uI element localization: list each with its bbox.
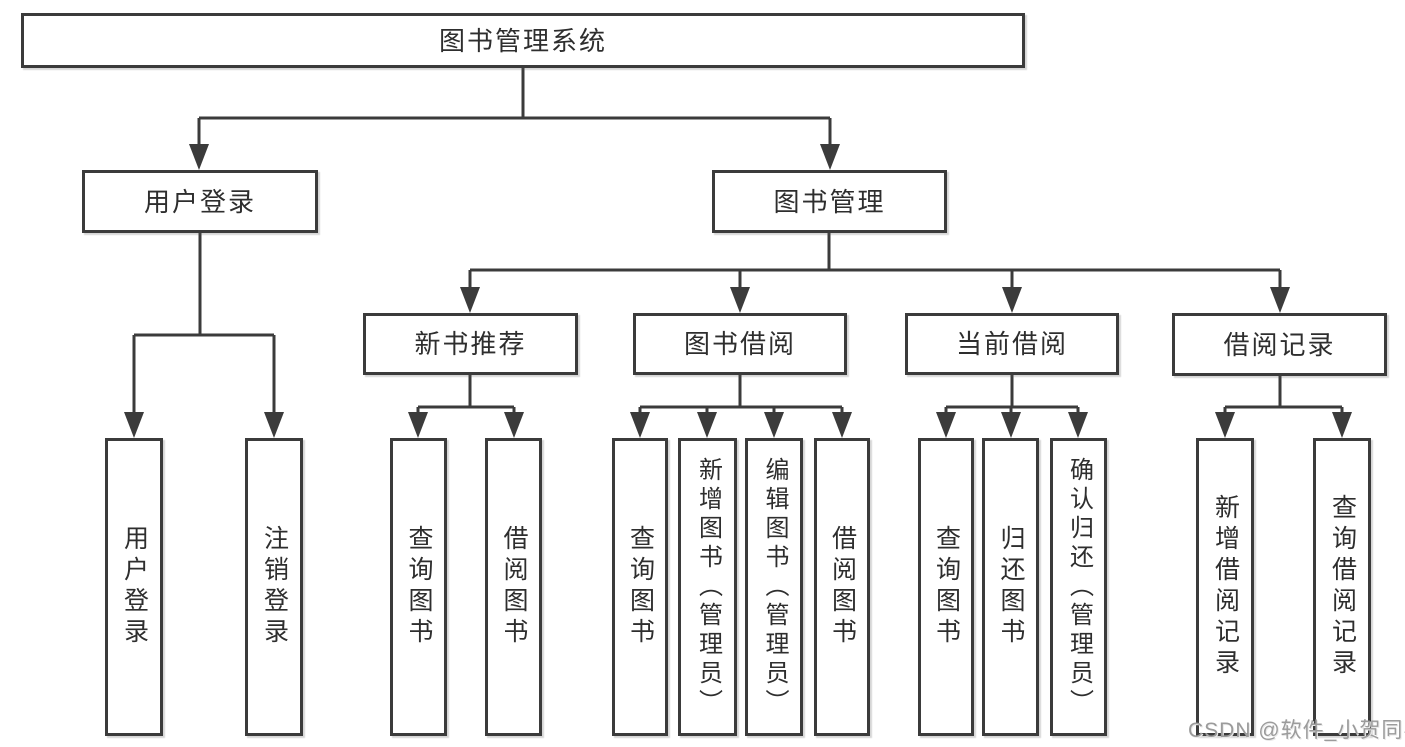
- leaf-label: 归还图书: [997, 525, 1025, 649]
- leaf-label: 借阅图书: [828, 525, 857, 649]
- leaf-label: 查询图书: [932, 525, 961, 649]
- leaf-confirm-return-admin: 确认归还（管理员）: [1050, 438, 1107, 736]
- leaf-user-login: 用户登录: [105, 438, 163, 736]
- leaf-query-books-recommend: 查询图书: [390, 438, 447, 736]
- leaf-logout: 注销登录: [245, 438, 303, 736]
- leaf-label: 编辑图书（管理员）: [761, 456, 788, 718]
- leaf-label: 查询图书: [405, 525, 433, 649]
- leaf-label: 新增借阅记录: [1211, 494, 1240, 680]
- node-label: 图书管理: [773, 186, 886, 217]
- leaf-add-books-admin: 新增图书（管理员）: [678, 438, 737, 736]
- leaf-label: 借阅图书: [500, 525, 528, 649]
- node-book-management-branch: 图书管理: [712, 170, 947, 233]
- leaf-label: 注销登录: [260, 525, 289, 649]
- leaf-return-books: 归还图书: [982, 438, 1039, 736]
- leaf-borrow-books: 借阅图书: [814, 438, 870, 736]
- node-label: 图书借阅: [683, 329, 796, 359]
- node-current-borrowing: 当前借阅: [905, 313, 1119, 375]
- leaf-label: 用户登录: [120, 525, 149, 649]
- node-borrowing-records: 借阅记录: [1172, 313, 1387, 376]
- arrowheads: [124, 144, 1352, 438]
- leaf-edit-books-admin: 编辑图书（管理员）: [745, 438, 803, 736]
- leaf-label: 确认归还（管理员）: [1065, 456, 1093, 718]
- node-label: 用户登录: [143, 186, 256, 217]
- node-library-management-system: 图书管理系统: [21, 13, 1025, 68]
- leaf-label: 查询图书: [626, 525, 655, 649]
- node-label: 新书推荐: [414, 329, 527, 359]
- leaf-borrow-books-recommend: 借阅图书: [485, 438, 542, 736]
- leaf-query-books-current: 查询图书: [918, 438, 974, 736]
- leaf-add-borrow-record: 新增借阅记录: [1196, 438, 1254, 736]
- leaf-label: 查询借阅记录: [1328, 494, 1357, 680]
- node-new-book-recommendation: 新书推荐: [363, 313, 578, 375]
- csdn-watermark: CSDN @软件_小贺同学: [1188, 719, 1405, 742]
- leaf-label: 新增图书（管理员）: [694, 456, 722, 718]
- leaf-query-borrow-record: 查询借阅记录: [1313, 438, 1371, 736]
- node-book-borrowing: 图书借阅: [633, 313, 847, 375]
- node-label: 借阅记录: [1223, 329, 1336, 360]
- node-label: 图书管理系统: [438, 25, 607, 56]
- leaf-query-books-borrow: 查询图书: [612, 438, 668, 736]
- node-user-login-branch: 用户登录: [82, 170, 318, 233]
- node-label: 当前借阅: [955, 329, 1068, 359]
